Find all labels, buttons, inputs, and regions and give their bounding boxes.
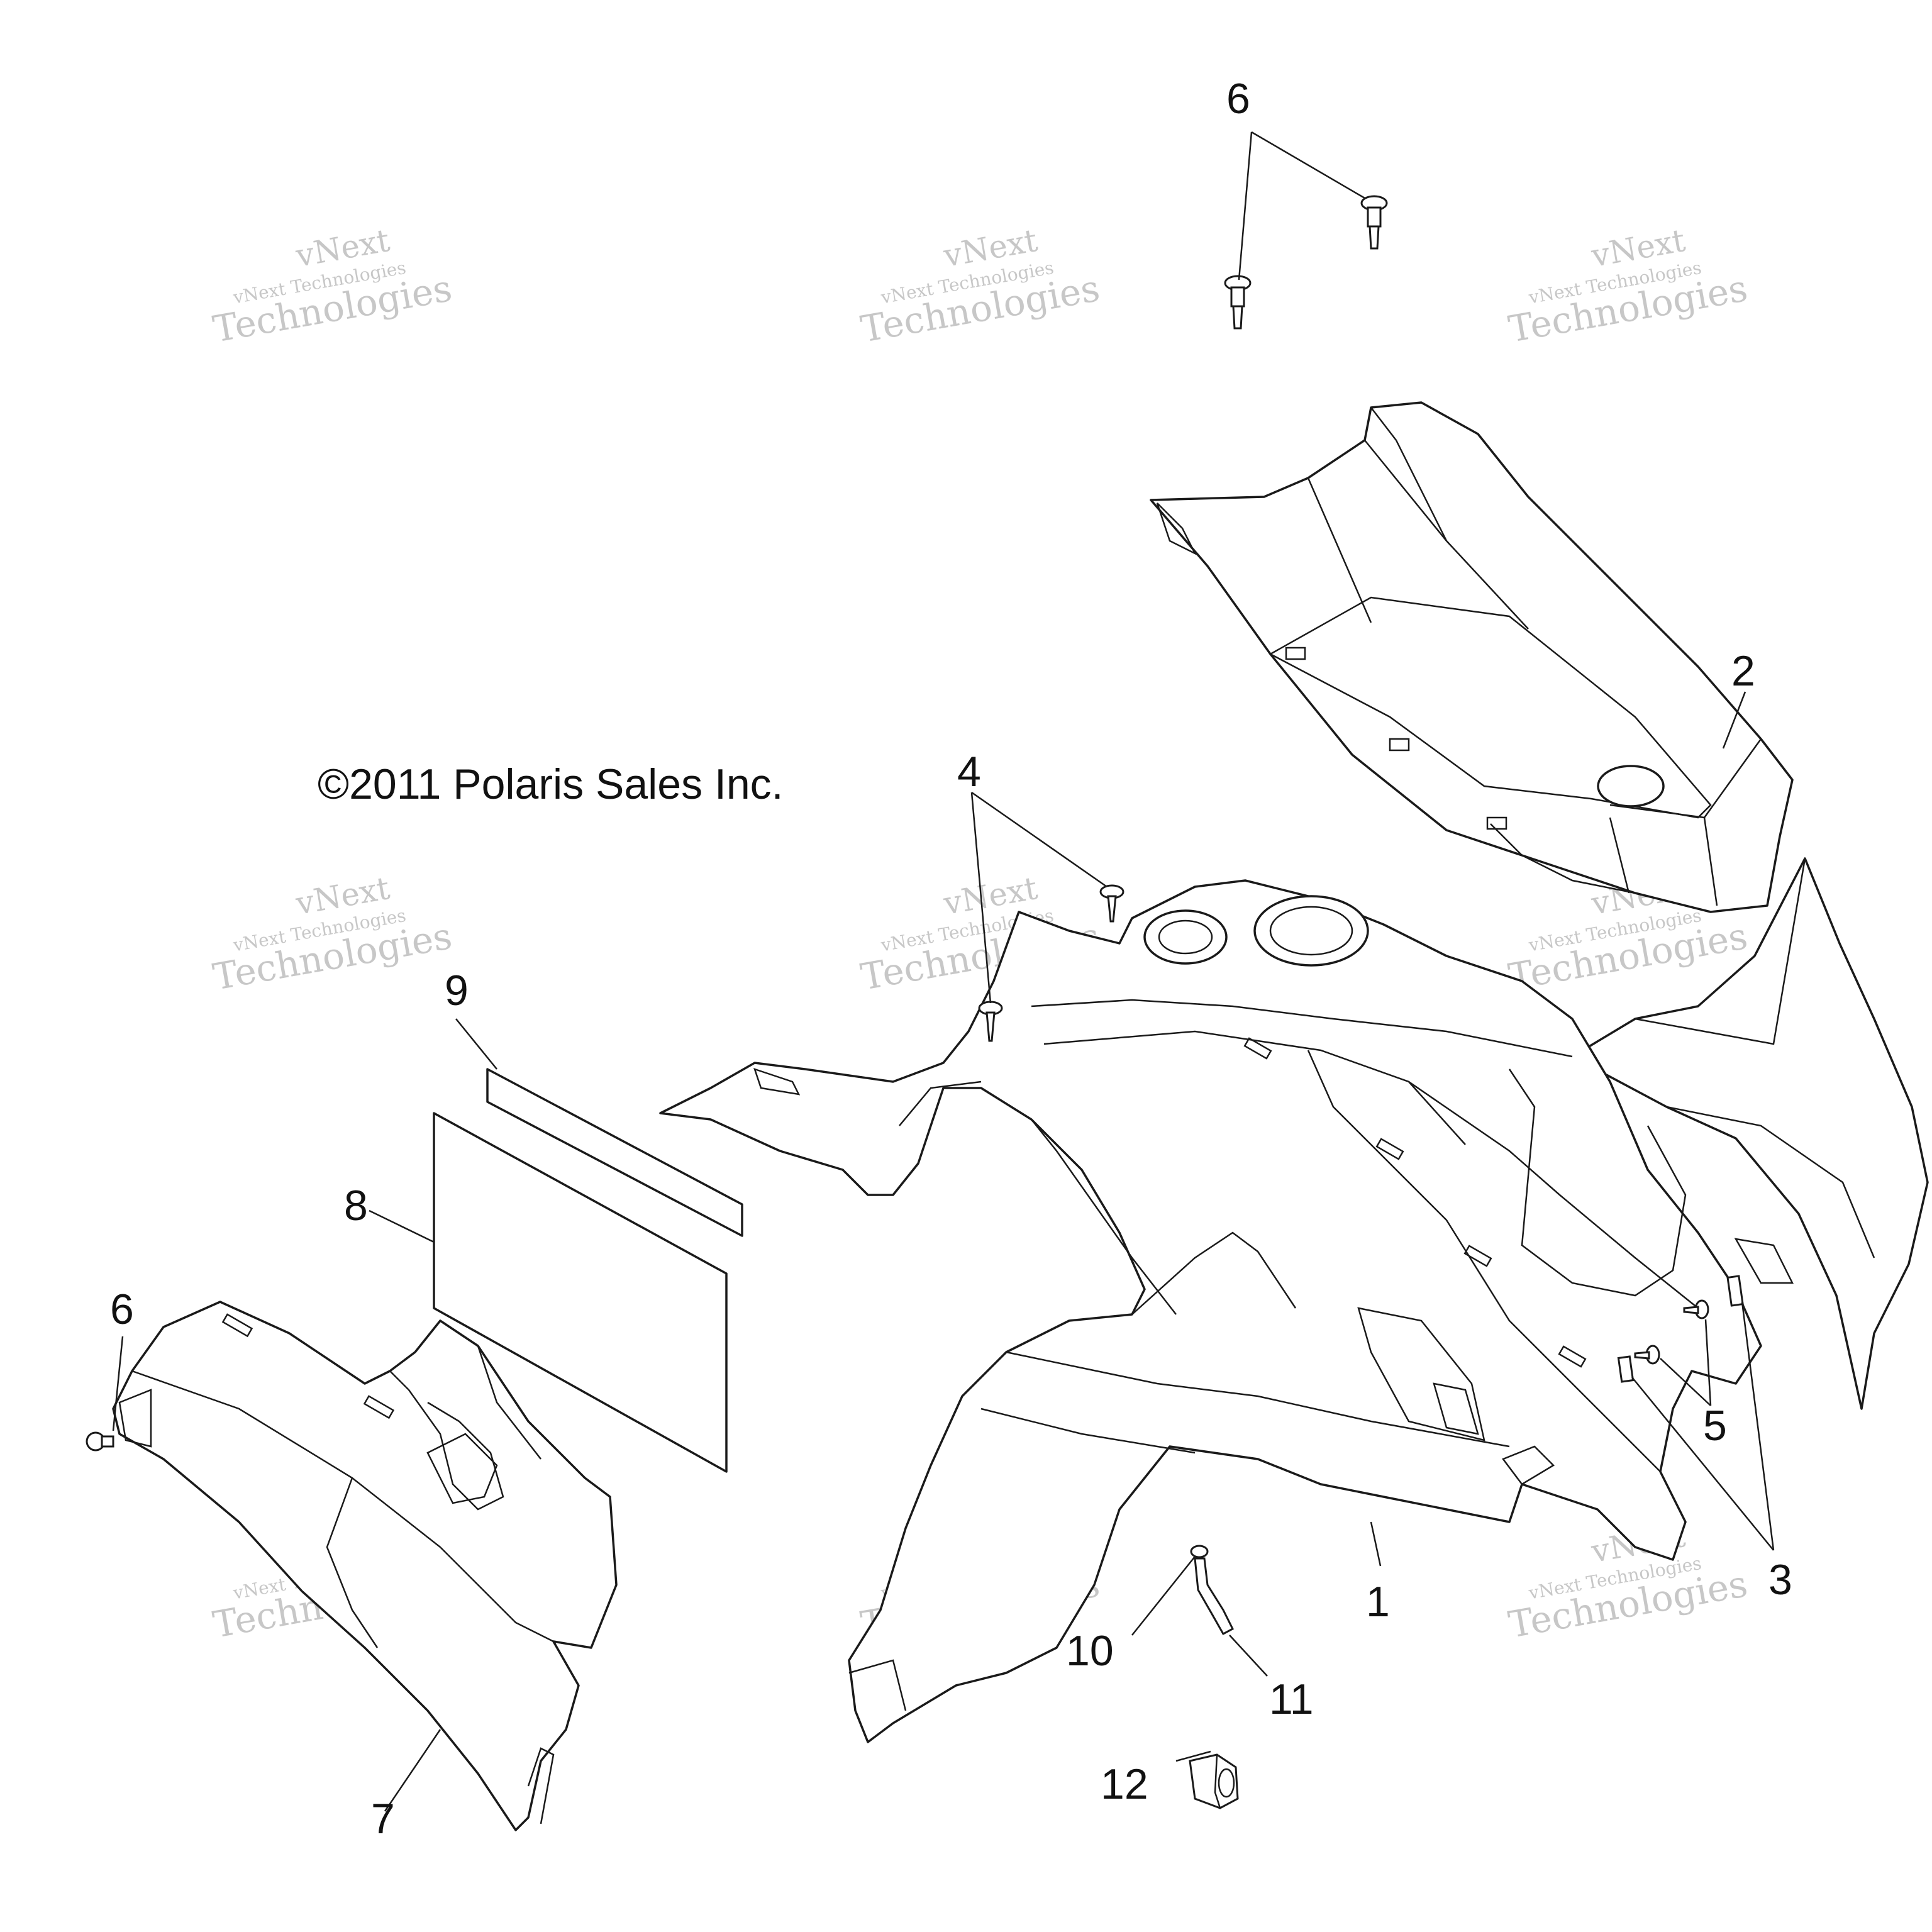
callout-4: 4 [957, 748, 981, 796]
item-5-screw-right [1683, 1299, 1709, 1319]
callout-12: 12 [1101, 1760, 1148, 1808]
item-5-screw-left [1634, 1345, 1660, 1365]
copyright-text: ©2011 Polaris Sales Inc. [318, 760, 784, 808]
item-12-clip [1189, 1753, 1239, 1809]
watermark-top-left: vNext vNext Technologies Technologies [210, 222, 455, 351]
leader-lines [112, 131, 1775, 1812]
part-8-panel [433, 1112, 728, 1473]
item-3-clip-right [1726, 1275, 1744, 1307]
callout-6-left: 6 [110, 1285, 134, 1333]
callout-6-top: 6 [1226, 75, 1250, 123]
watermark-mid-left: vNext vNext Technologies Technologies [210, 870, 455, 999]
callout-10: 10 [1066, 1627, 1114, 1675]
callout-7: 7 [371, 1795, 395, 1843]
callout-9: 9 [445, 967, 469, 1014]
part-2-cover [1150, 401, 1794, 913]
item-6-rivet-left [86, 1431, 114, 1452]
part-1-front-fender [659, 857, 1929, 1743]
item-10-fitting [1190, 1545, 1209, 1558]
callout-1: 1 [1366, 1578, 1390, 1626]
callout-2: 2 [1731, 647, 1755, 695]
callout-11: 11 [1269, 1675, 1314, 1723]
item-11-hose [1194, 1557, 1234, 1636]
part-9-foam-strip [486, 1068, 743, 1237]
item-6-rivet-top-right [1360, 195, 1388, 250]
watermark-top-center: vNext vNext Technologies Technologies [858, 222, 1103, 351]
callout-3: 3 [1768, 1556, 1792, 1604]
watermark-top-right: vNext vNext Technologies Technologies [1506, 222, 1751, 351]
item-6-rivet-top-left [1224, 275, 1252, 330]
item-4-screw-upper [1099, 884, 1124, 923]
item-3-clip-left [1617, 1355, 1635, 1383]
callout-5: 5 [1703, 1402, 1727, 1450]
callout-8: 8 [344, 1182, 368, 1230]
part-7-side-panel [112, 1301, 618, 1831]
